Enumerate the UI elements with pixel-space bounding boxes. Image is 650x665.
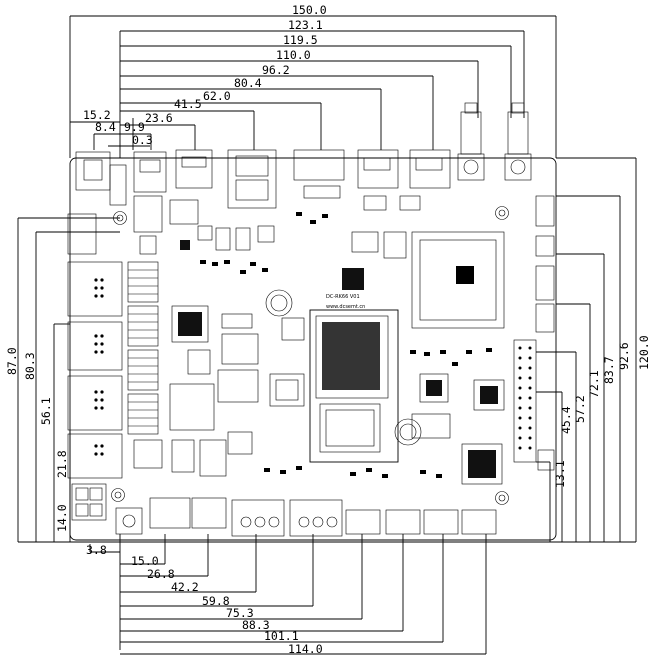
dim-bottom-101: 101.1 xyxy=(264,629,299,643)
dim-right-120: 120.0 xyxy=(637,335,650,370)
dim-right-13: 13.1 xyxy=(553,460,567,488)
left-dimension-lines xyxy=(17,217,120,543)
dim-left-87: 87.0 xyxy=(5,347,19,375)
top-dimension-labels: 150.0 123.1 119.5 110.0 96.2 80.4 62.0 4… xyxy=(83,3,327,147)
board-components: DC-RK66 V01 www.dcsemt.cn xyxy=(115,185,555,537)
dim-top-15: 15.2 xyxy=(83,108,111,122)
dim-top-80: 80.4 xyxy=(234,76,262,90)
dim-left-14: 14.0 xyxy=(55,504,69,532)
top-connectors xyxy=(75,102,532,209)
dim-left-21: 21.8 xyxy=(55,450,69,478)
dim-top-23: 23.6 xyxy=(145,111,173,125)
left-connectors xyxy=(67,213,123,521)
dim-bottom-3: 3.8 xyxy=(86,543,107,557)
bottom-dimension-lines xyxy=(89,534,487,655)
dim-bottom-26: 26.8 xyxy=(147,567,175,581)
dim-right-83: 83.7 xyxy=(602,356,616,384)
dim-right-92: 92.6 xyxy=(617,342,631,370)
dim-bottom-75: 75.3 xyxy=(226,606,254,620)
dim-left-80: 80.3 xyxy=(23,352,37,380)
left-dimension-labels: 87.0 80.3 56.1 21.8 14.0 xyxy=(5,347,69,532)
dim-top-9: 9.9 xyxy=(124,120,145,134)
board-outline xyxy=(69,157,557,541)
dim-bottom-88: 88.3 xyxy=(242,618,270,632)
dim-top-123: 123.1 xyxy=(288,18,323,32)
dim-top-62: 62.0 xyxy=(203,89,231,103)
board-model-label: DC-RK66 V01 xyxy=(326,294,360,300)
right-dimension-lines xyxy=(120,157,637,543)
dim-top-0: 0.3 xyxy=(132,133,153,147)
dim-top-96: 96.2 xyxy=(262,63,290,77)
dim-bottom-42: 42.2 xyxy=(171,580,199,594)
dim-top-119: 119.5 xyxy=(283,33,318,47)
dim-top-41: 41.5 xyxy=(174,97,202,111)
top-dimension-lines xyxy=(69,15,557,158)
dim-bottom-59: 59.8 xyxy=(202,594,230,608)
dim-top-110: 110.0 xyxy=(276,48,311,62)
dim-right-72: 72.1 xyxy=(587,370,601,398)
right-dimension-labels: 120.0 92.6 83.7 72.1 57.2 45.4 13.1 xyxy=(553,335,650,488)
dim-right-45: 45.4 xyxy=(559,406,573,434)
dim-left-56: 56.1 xyxy=(39,397,53,425)
dim-bottom-114: 114.0 xyxy=(288,642,323,656)
bottom-dimension-labels: 3.8 15.0 26.8 42.2 59.8 75.3 88.3 101.1 … xyxy=(86,543,323,656)
board-website-label: www.dcsemt.cn xyxy=(326,304,365,310)
dim-top-8: 8.4 xyxy=(95,120,116,134)
dim-bottom-15: 15.0 xyxy=(131,554,159,568)
dim-top-150: 150.0 xyxy=(292,3,327,17)
dim-right-57: 57.2 xyxy=(573,395,587,423)
